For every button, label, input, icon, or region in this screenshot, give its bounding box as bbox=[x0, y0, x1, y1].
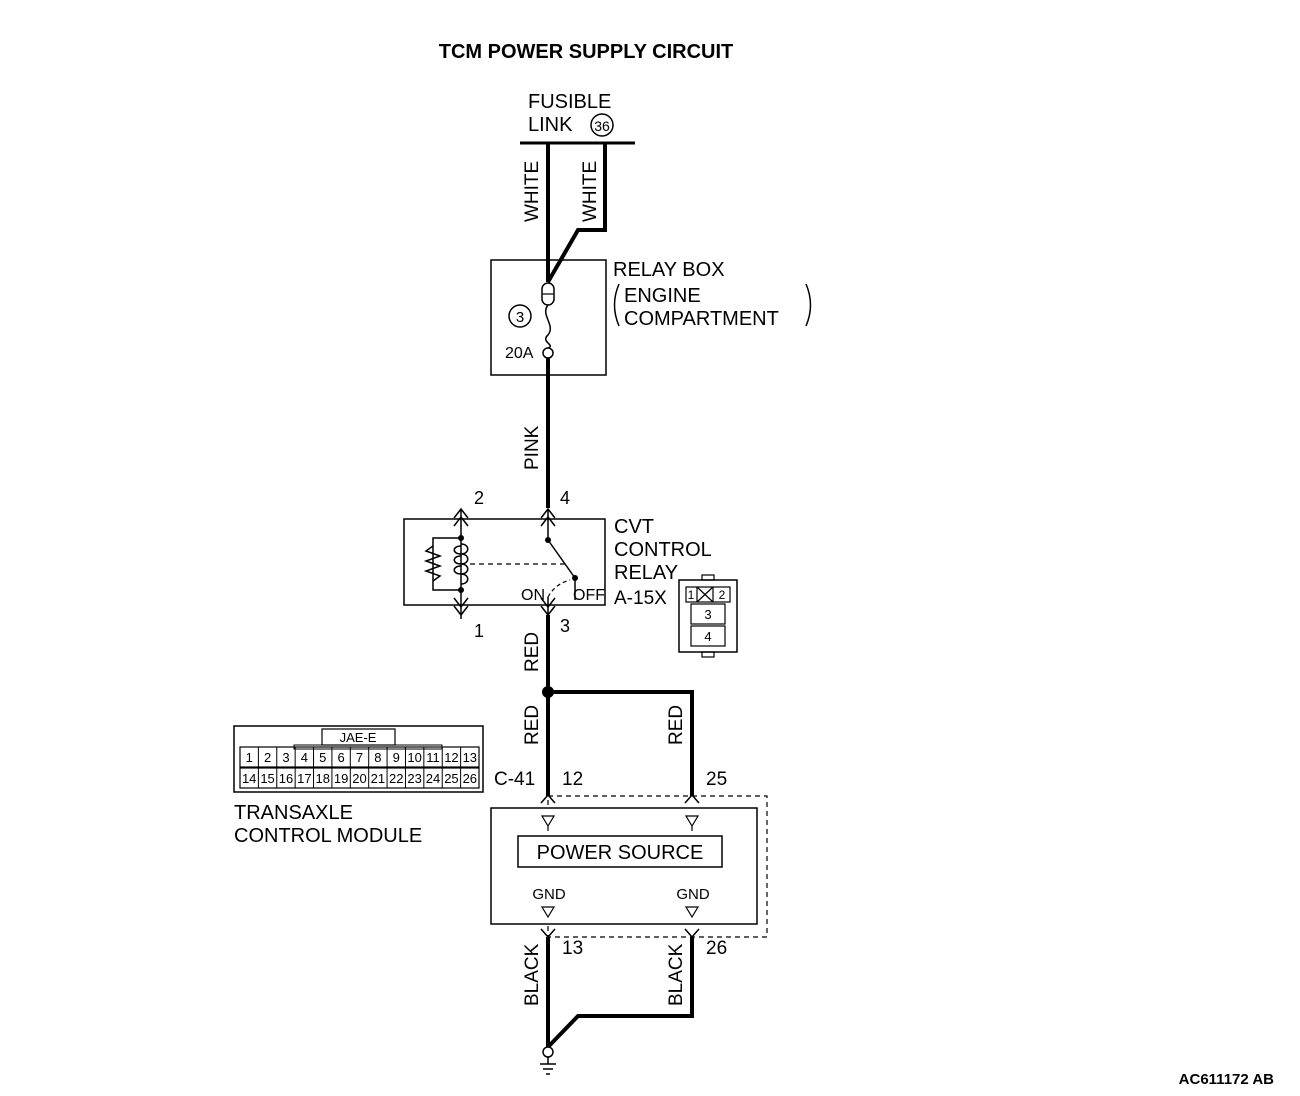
tcm-connector-pin: 22 bbox=[389, 771, 403, 786]
cvt-relay-pin-4: 4 bbox=[560, 488, 570, 508]
ground-symbol-icon bbox=[540, 1046, 556, 1075]
tcm-connector-pin: 11 bbox=[426, 750, 440, 765]
power-source-label: POWER SOURCE bbox=[537, 842, 704, 864]
fusible-link-label-2: LINK bbox=[528, 114, 573, 136]
tcm-connector-pin: 10 bbox=[407, 750, 421, 765]
wire-label-red-right: RED bbox=[666, 705, 687, 745]
wire-label-black-left: BLACK bbox=[522, 943, 543, 1006]
a15x-pin-3: 3 bbox=[704, 607, 711, 622]
wire-label-pink: PINK bbox=[522, 425, 543, 470]
fuse-number-circle bbox=[508, 304, 532, 328]
wire-label-red-upper: RED bbox=[522, 632, 543, 672]
fuse-bottom-terminal bbox=[542, 347, 554, 359]
cvt-relay-pin-1: 1 bbox=[474, 621, 484, 641]
relay-box-paren-right bbox=[805, 283, 812, 327]
tcm-connector-pin: 18 bbox=[315, 771, 329, 786]
fuse-number: 3 bbox=[516, 309, 524, 326]
wire-red-right bbox=[548, 690, 694, 796]
a15x-pin-4: 4 bbox=[704, 629, 711, 644]
cvt-relay-connector-id: A-15X bbox=[614, 588, 667, 609]
gnd-left-label: GND bbox=[532, 886, 566, 903]
tcm-label-2: CONTROL MODULE bbox=[234, 825, 422, 847]
tcm-connector-pin: 14 bbox=[242, 771, 256, 786]
tcm-connector-pin: 3 bbox=[282, 750, 289, 765]
relay-on-path bbox=[547, 579, 571, 598]
tcm-connector-pin: 20 bbox=[352, 771, 366, 786]
tcm-label-1: TRANSAXLE bbox=[234, 802, 353, 824]
ground-13-icon bbox=[540, 906, 556, 919]
resistor-icon bbox=[423, 545, 443, 582]
cvt-relay-outline bbox=[403, 518, 606, 606]
cvt-relay-pin-2: 2 bbox=[474, 488, 484, 508]
tcm-connector-pin: 23 bbox=[407, 771, 421, 786]
tcm-connector-pin: 5 bbox=[319, 750, 326, 765]
tcm-connector-pin: 2 bbox=[264, 750, 271, 765]
tcm-connector-pin: 16 bbox=[279, 771, 293, 786]
tcm-pin-25: 25 bbox=[706, 769, 727, 790]
relay-switch-arm-icon bbox=[547, 539, 576, 579]
relay-on-label: ON bbox=[521, 587, 545, 604]
tcm-connector-pin: 6 bbox=[337, 750, 344, 765]
ground-26-icon bbox=[684, 906, 700, 919]
tcm-connector-pin: 15 bbox=[260, 771, 274, 786]
fusible-link-number-circle bbox=[590, 113, 614, 137]
tcm-connector-pin: 12 bbox=[444, 750, 458, 765]
gnd-right-label: GND bbox=[676, 886, 710, 903]
a15x-connector-face bbox=[678, 574, 738, 658]
tcm-connector-pin: 26 bbox=[463, 771, 477, 786]
fuse-rating: 20A bbox=[505, 345, 534, 362]
power-source-box bbox=[517, 835, 723, 868]
relay-coil-icon bbox=[453, 543, 469, 585]
cvt-relay-label-3: RELAY bbox=[614, 562, 678, 584]
tcm-connector-pin: 19 bbox=[334, 771, 348, 786]
figure-code: AC611172 AB bbox=[1179, 1071, 1275, 1088]
fuse-element-icon bbox=[545, 304, 551, 349]
tcm-pin-26: 26 bbox=[706, 938, 727, 959]
relay-off-label: OFF bbox=[573, 587, 605, 604]
fusible-link-number: 36 bbox=[594, 118, 610, 134]
tcm-connector-pin: 8 bbox=[374, 750, 381, 765]
tcm-terminal-26-icon bbox=[684, 928, 700, 939]
power-input-12-icon bbox=[540, 815, 556, 828]
wire-label-black-right: BLACK bbox=[666, 943, 687, 1006]
wire-label-red-left: RED bbox=[522, 705, 543, 745]
tcm-connector-face bbox=[233, 725, 484, 793]
a15x-pin-1: 1 bbox=[688, 588, 695, 602]
tcm-connector-type: JAE-E bbox=[340, 730, 377, 745]
cvt-relay-pin-3: 3 bbox=[560, 616, 570, 636]
tcm-pin-12: 12 bbox=[562, 769, 583, 790]
cvt-relay-label-2: CONTROL bbox=[614, 539, 712, 561]
wire-label-white-left: WHITE bbox=[522, 161, 543, 222]
tcm-connector-pin: 21 bbox=[371, 771, 385, 786]
tcm-connector-pin: 4 bbox=[301, 750, 308, 765]
tcm-connector-pin: 24 bbox=[426, 771, 440, 786]
tcm-connector-pin: 13 bbox=[463, 750, 477, 765]
tcm-connector-id: C-41 bbox=[494, 769, 535, 790]
tcm-connector-pin: 9 bbox=[393, 750, 400, 765]
tcm-outline bbox=[490, 807, 758, 925]
tcm-terminal-12-icon bbox=[540, 793, 556, 804]
tcm-connector-pin: 25 bbox=[444, 771, 458, 786]
cvt-relay-label-1: CVT bbox=[614, 516, 654, 538]
wire-label-white-right: WHITE bbox=[580, 161, 601, 222]
tcm-pin-13: 13 bbox=[562, 938, 583, 959]
relay-box-paren-left bbox=[613, 283, 620, 327]
relay-box-label-1: RELAY BOX bbox=[613, 259, 725, 281]
tcm-connector-pin: 1 bbox=[246, 750, 253, 765]
tcm-connector-pin: 17 bbox=[297, 771, 311, 786]
relay-box-label-2: ENGINE bbox=[624, 285, 701, 307]
tcm-terminal-25-icon bbox=[684, 793, 700, 804]
power-input-25-icon bbox=[684, 815, 700, 828]
a15x-pin-2: 2 bbox=[719, 588, 726, 602]
diagram-title: TCM POWER SUPPLY CIRCUIT bbox=[439, 41, 733, 63]
wire-black-right bbox=[546, 937, 694, 1049]
tcm-connector-pin: 7 bbox=[356, 750, 363, 765]
fusible-link-label-1: FUSIBLE bbox=[528, 91, 611, 113]
wire-white-right bbox=[546, 143, 607, 283]
relay-box-label-3: COMPARTMENT bbox=[624, 308, 779, 330]
